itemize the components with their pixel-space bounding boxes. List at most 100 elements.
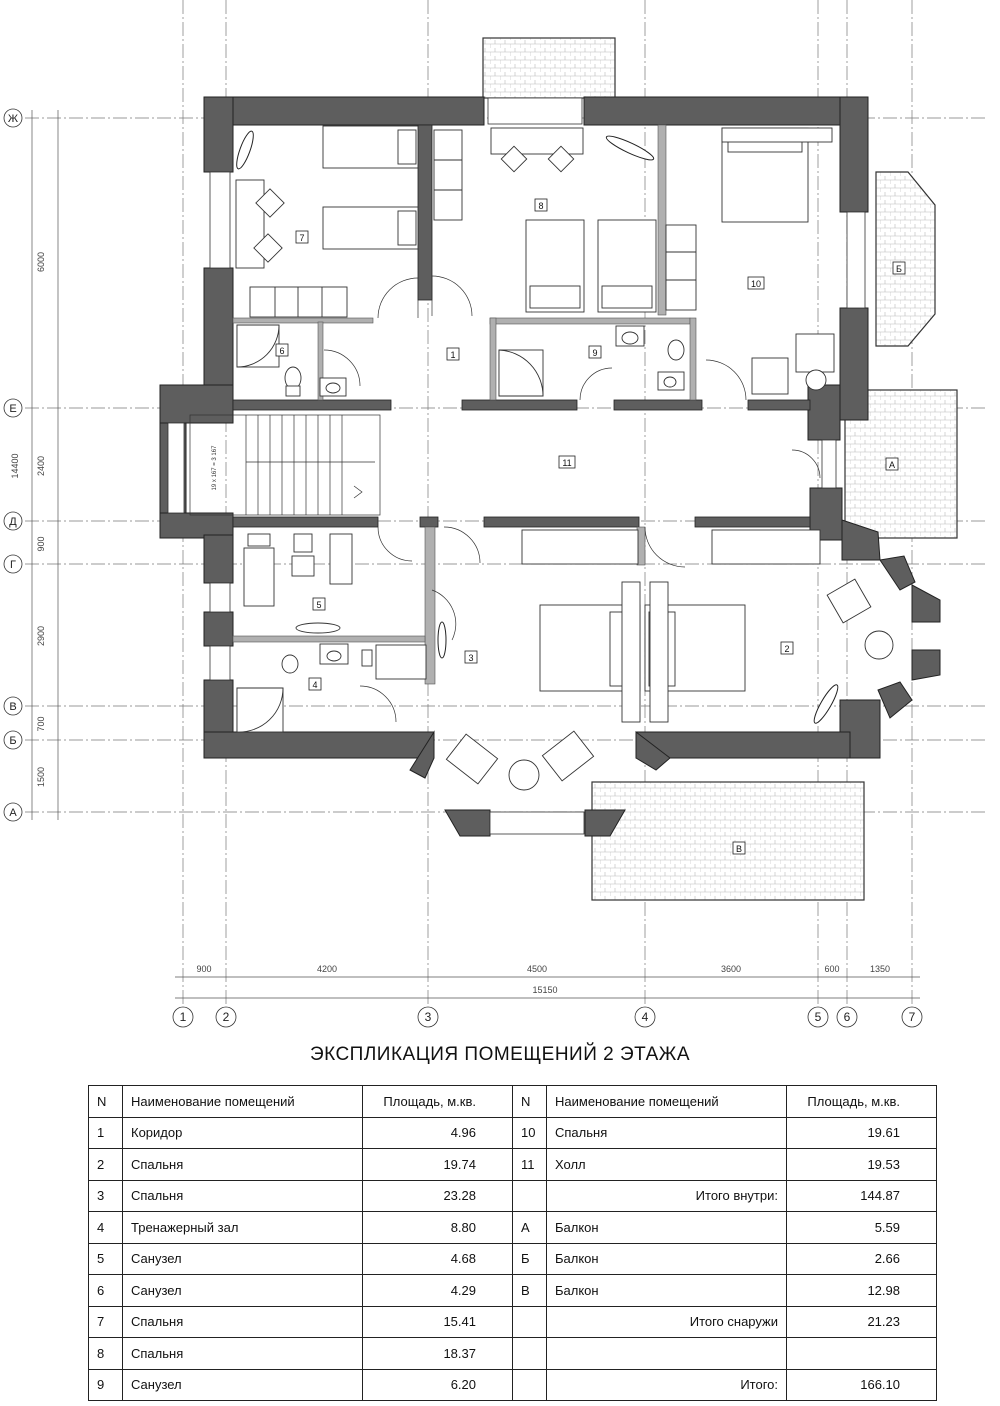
cell-name-2: Итого внутри: — [546, 1179, 787, 1212]
cell-n-2 — [512, 1179, 547, 1212]
cell-area: 23.28 — [362, 1179, 513, 1212]
header-area: Площадь, м.кв. — [362, 1085, 513, 1118]
room-tag-2: 2 — [784, 644, 789, 654]
cell-n-2 — [512, 1305, 547, 1338]
room-tag-11: 11 — [562, 458, 571, 468]
cell-n: 3 — [88, 1179, 123, 1212]
cell-name-2: Спальня — [546, 1116, 787, 1149]
cell-name-2: Балкон — [546, 1274, 787, 1307]
axis-3-label: 3 — [425, 1010, 432, 1024]
dim-h-2: 4200 — [317, 964, 337, 974]
cell-name-2: Холл — [546, 1148, 787, 1181]
cell-area-2: 5.59 — [786, 1211, 937, 1244]
header-name-2: Наименование помещений — [546, 1085, 787, 1118]
axis-b-label: Б — [9, 735, 16, 747]
room-tag-1: 1 — [450, 350, 455, 360]
cell-name-2: Балкон — [546, 1211, 787, 1244]
cell-n: 2 — [88, 1148, 123, 1181]
balcony-tag-v: В — [736, 844, 742, 854]
axis-g-label: Г — [10, 559, 16, 571]
axis-d-label: Д — [9, 516, 17, 528]
cell-area-2: 19.53 — [786, 1148, 937, 1181]
dim-v-4: 2900 — [36, 626, 46, 646]
cell-area: 4.29 — [362, 1274, 513, 1307]
axis-4-label: 4 — [642, 1010, 649, 1024]
cell-n: 1 — [88, 1116, 123, 1149]
room-tag-9: 9 — [592, 348, 597, 358]
balcony-tag-a: А — [889, 460, 895, 470]
cell-name-2: Итого: — [546, 1368, 787, 1401]
room-tag-6: 6 — [279, 346, 284, 356]
header-n-2: N — [512, 1085, 547, 1118]
cell-name: Спальня — [122, 1148, 363, 1181]
dim-v-3: 900 — [36, 536, 46, 551]
cell-name: Спальня — [122, 1179, 363, 1212]
room-tag-8: 8 — [538, 201, 543, 211]
axis-e-label: Е — [9, 403, 16, 415]
cell-n-2 — [512, 1368, 547, 1401]
header-area-2: Площадь, м.кв. — [786, 1085, 937, 1118]
dim-v-total: 14400 — [10, 453, 20, 478]
cell-name: Санузел — [122, 1368, 363, 1401]
balconies — [482, 37, 958, 901]
explication-table: N Наименование помещений Площадь, м.кв. … — [88, 1085, 937, 1401]
cell-name-2: Балкон — [546, 1242, 787, 1275]
dim-h-total: 15150 — [532, 985, 557, 995]
dim-v-6: 1500 — [36, 767, 46, 787]
cell-area: 4.96 — [362, 1116, 513, 1149]
cell-n: 4 — [88, 1211, 123, 1244]
table-header-row: N Наименование помещений Площадь, м.кв. … — [88, 1085, 937, 1118]
cell-area-2: 19.61 — [786, 1116, 937, 1149]
doors — [323, 275, 821, 723]
cell-n-2: 10 — [512, 1116, 547, 1149]
dim-h-6: 1350 — [870, 964, 890, 974]
cell-name: Спальня — [122, 1305, 363, 1338]
cell-area: 18.37 — [362, 1337, 513, 1370]
furniture — [235, 125, 894, 791]
dim-v-2: 2400 — [36, 456, 46, 476]
cell-name: Санузел — [122, 1242, 363, 1275]
cell-n-2: Б — [512, 1242, 547, 1275]
explication-title: ЭКСПЛИКАЦИЯ ПОМЕЩЕНИЙ 2 ЭТАЖА — [309, 1044, 691, 1065]
cell-area: 19.74 — [362, 1148, 513, 1181]
header-name: Наименование помещений — [122, 1085, 363, 1118]
floor-plan: 6000 2400 900 2900 700 1500 14400 Ж Е Д … — [3, 0, 985, 1028]
dim-h-3: 4500 — [527, 964, 547, 974]
dim-v-1: 6000 — [36, 252, 46, 272]
cell-area: 4.68 — [362, 1242, 513, 1275]
cell-area-2 — [786, 1337, 937, 1370]
axis-zh-label: Ж — [8, 113, 18, 125]
room-tag-4: 4 — [312, 680, 317, 690]
cell-area-2: 21.23 — [786, 1305, 937, 1338]
cell-n-2: 11 — [512, 1148, 547, 1181]
axis-a-label: А — [9, 807, 17, 819]
room-tag-3: 3 — [468, 653, 473, 663]
cell-area-2: 166.10 — [786, 1368, 937, 1401]
cell-n: 6 — [88, 1274, 123, 1307]
cell-n: 7 — [88, 1305, 123, 1338]
axis-5-label: 5 — [815, 1010, 822, 1024]
interior-walls — [232, 124, 811, 528]
cell-name: Санузел — [122, 1274, 363, 1307]
axis-6-label: 6 — [844, 1010, 851, 1024]
cell-name: Спальня — [122, 1337, 363, 1370]
dim-h-5: 600 — [824, 964, 839, 974]
axis-7-label: 7 — [909, 1010, 916, 1024]
cell-name: Тренажерный зал — [122, 1211, 363, 1244]
cell-name-2 — [546, 1337, 787, 1370]
dim-h-1: 900 — [196, 964, 211, 974]
cell-n: 9 — [88, 1368, 123, 1401]
cell-n: 5 — [88, 1242, 123, 1275]
cell-n: 8 — [88, 1337, 123, 1370]
cell-area-2: 144.87 — [786, 1179, 937, 1212]
room-tag-10: 10 — [751, 279, 761, 289]
